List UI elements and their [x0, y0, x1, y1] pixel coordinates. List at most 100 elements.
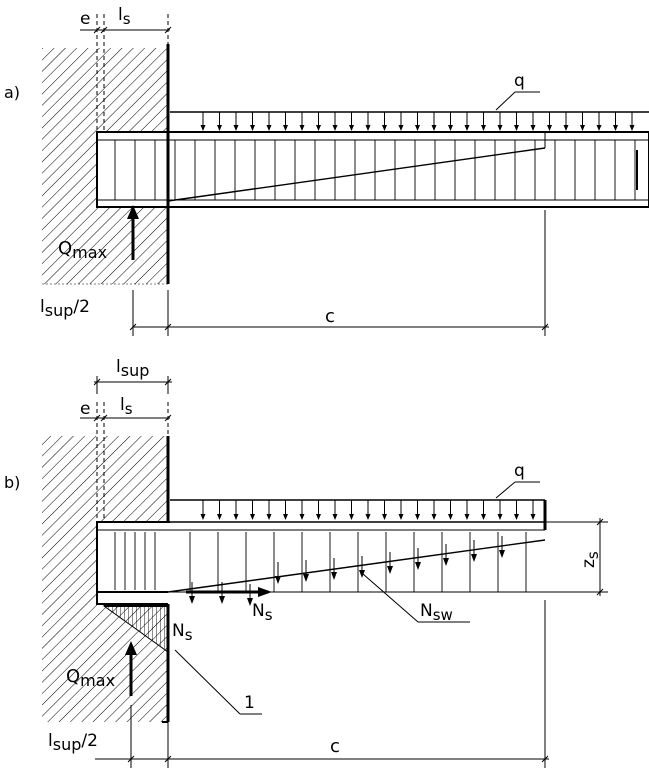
distributed-load-b	[170, 481, 545, 520]
reaction-arrow-a	[127, 205, 139, 260]
load-arrowhead	[431, 514, 437, 520]
load-arrowhead	[613, 125, 618, 131]
load-arrows-a	[200, 112, 635, 131]
load-arrowhead	[596, 125, 602, 131]
load-arrows-b	[200, 500, 536, 520]
beam-b	[96, 500, 547, 606]
label-zs-b: zs	[579, 551, 602, 568]
panel-b: b) lsup e ls	[4, 357, 608, 768]
panel-a-tag: a)	[4, 83, 20, 102]
label-qmax-b: Qmax	[66, 666, 115, 690]
load-arrowhead	[415, 125, 420, 131]
load-arrowhead	[547, 125, 552, 131]
load-arrowhead	[349, 514, 354, 520]
nsw-arrowhead	[247, 598, 253, 606]
load-arrowhead	[563, 125, 569, 131]
load-arrowhead	[629, 125, 635, 131]
dim-lsup-b	[93, 376, 172, 394]
load-arrowhead	[316, 514, 321, 520]
load-arrowhead	[316, 125, 321, 131]
load-arrowhead	[299, 514, 305, 520]
load-arrowhead	[530, 514, 536, 520]
nsw-arrowhead	[443, 558, 449, 566]
load-arrowhead	[283, 125, 288, 131]
label-ns-right: Ns	[252, 601, 273, 624]
load-arrowhead	[365, 514, 371, 520]
label-e-a: e	[80, 9, 90, 29]
beam-a	[96, 131, 649, 208]
nsw-arrowhead	[499, 550, 505, 558]
dim-e-ls-a	[80, 14, 172, 132]
load-arrowhead	[580, 125, 585, 131]
compression-block-b	[102, 605, 169, 653]
dim-lsup-c-b	[95, 600, 549, 768]
label-one: 1	[244, 693, 255, 713]
load-arrowhead	[382, 125, 387, 131]
load-arrowhead	[398, 125, 404, 131]
nsw-arrowhead	[189, 596, 195, 604]
load-arrowhead	[299, 125, 305, 131]
label-lsup-b: lsup	[116, 357, 149, 380]
load-arrowhead	[217, 514, 222, 520]
load-arrowhead	[514, 125, 519, 131]
label-e-b: e	[80, 399, 90, 419]
load-arrowhead	[448, 514, 453, 520]
load-arrowhead	[514, 514, 519, 520]
load-arrowhead	[497, 514, 503, 520]
load-arrowhead	[266, 125, 272, 131]
load-arrowhead	[530, 125, 536, 131]
load-arrowhead	[481, 125, 486, 131]
load-arrowhead	[448, 125, 453, 131]
label-q-b: q	[514, 461, 525, 481]
load-arrowhead	[200, 125, 206, 131]
label-lsup-half-b: lsup/2	[48, 731, 98, 754]
load-arrowhead	[431, 125, 437, 131]
label-qmax-a: Qmax	[58, 238, 107, 262]
label-c-a: c	[325, 306, 335, 327]
nsw-arrowhead	[359, 570, 365, 578]
label-q-a: q	[514, 71, 525, 91]
label-nsw: Nsw	[420, 601, 453, 624]
load-arrowhead	[464, 514, 470, 520]
nsw-arrowhead	[219, 596, 225, 604]
label-ls-a: ls	[118, 5, 131, 28]
load-arrowhead	[332, 514, 338, 520]
leader-one	[174, 649, 262, 715]
load-arrowhead	[250, 514, 255, 520]
nsw-arrowhead	[387, 566, 393, 574]
label-ls-b: ls	[120, 395, 133, 418]
load-arrowhead	[415, 514, 420, 520]
reaction-arrow-b	[125, 641, 137, 696]
load-arrowhead	[349, 125, 354, 131]
nsw-arrowhead	[331, 572, 337, 580]
load-arrowhead	[365, 125, 371, 131]
label-lsup-half-a: lsup/2	[40, 297, 90, 320]
panel-b-tag: b)	[4, 473, 20, 492]
stirrups-a	[114, 140, 636, 200]
stirrup-force-arrows	[189, 536, 505, 606]
load-arrowhead	[332, 125, 338, 131]
dim-zs-b	[545, 518, 608, 596]
label-ns-left: Ns	[172, 621, 193, 644]
panel-a: a) e ls	[4, 5, 649, 336]
dim-lsup-c-a	[129, 210, 549, 336]
distributed-load-a	[170, 91, 649, 131]
nsw-arrowhead	[415, 562, 421, 570]
load-arrowhead	[233, 125, 239, 131]
nsw-arrowhead	[471, 554, 477, 562]
support-wall-a	[42, 44, 170, 285]
stirrups-b	[114, 532, 527, 592]
load-arrowhead	[481, 514, 486, 520]
load-arrowhead	[233, 514, 239, 520]
load-arrowhead	[497, 125, 503, 131]
load-arrowhead	[382, 514, 387, 520]
tension-force-arrow	[186, 587, 272, 597]
load-arrowhead	[250, 125, 255, 131]
load-arrowhead	[464, 125, 470, 131]
load-arrowhead	[283, 514, 288, 520]
nsw-arrowhead	[275, 576, 281, 584]
nsw-arrowhead	[303, 574, 309, 582]
load-arrowhead	[266, 514, 272, 520]
